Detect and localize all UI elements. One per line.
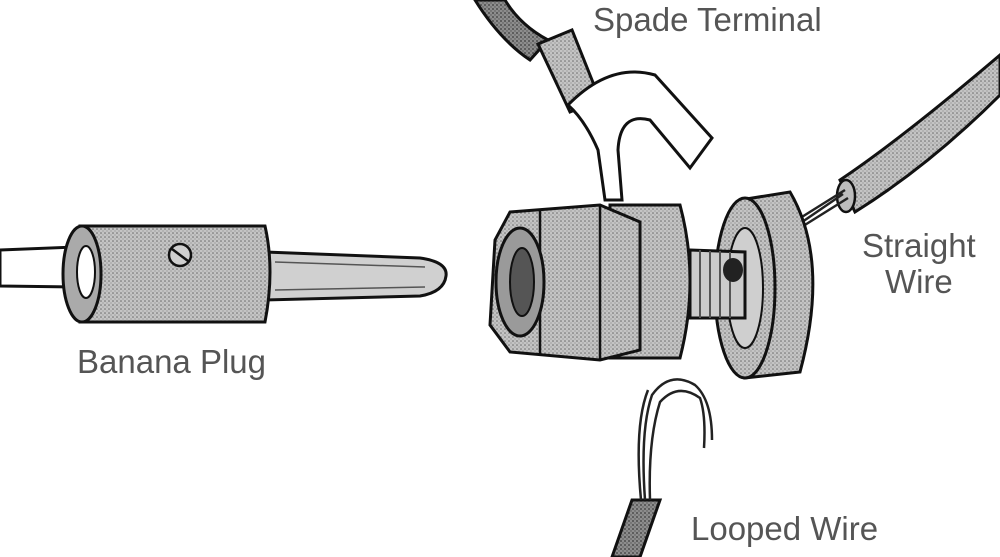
straight-wire-insulation [838, 53, 1000, 215]
looped-wire-insulation [610, 498, 663, 557]
binding-post [488, 190, 815, 380]
spade-terminal [473, 0, 714, 202]
label-straight-wire-line2: Wire [884, 263, 953, 301]
banana-plug-pin [263, 250, 448, 302]
label-spade-terminal: Spade Terminal [593, 1, 822, 38]
looped-wire [610, 378, 714, 557]
spade-fork [565, 70, 714, 202]
label-straight-wire: Straight Wire [862, 227, 976, 301]
label-banana-plug: Banana Plug [77, 343, 266, 380]
label-straight-wire-line1: Straight [862, 227, 976, 264]
looped-wire-conductor [637, 378, 714, 501]
banana-plug-body [78, 224, 272, 324]
spade-wire-insulation [473, 0, 551, 62]
banana-plug [0, 224, 448, 324]
label-looped-wire: Looped Wire [691, 510, 879, 547]
